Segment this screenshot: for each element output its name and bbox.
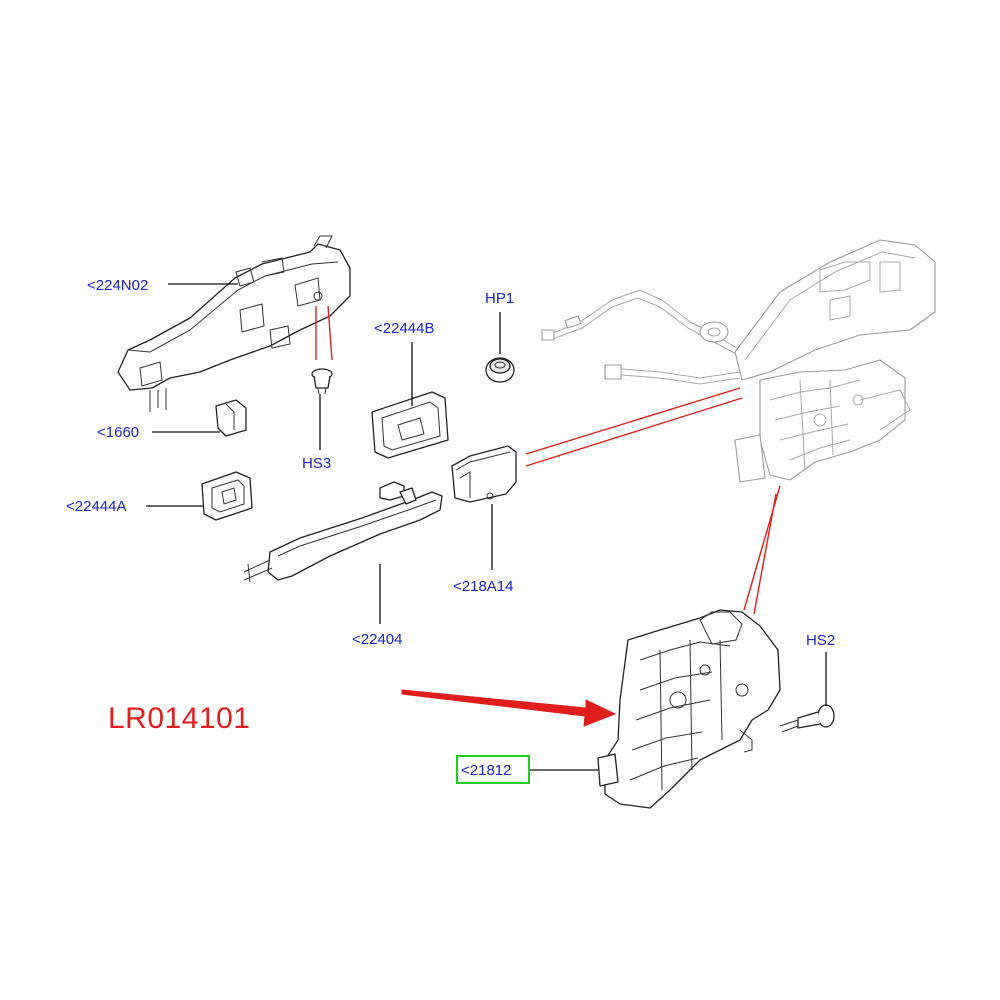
label-gasket-a: <22444A [66, 498, 126, 515]
label-screw-hs2: HS2 [806, 632, 835, 649]
reference-lines [315, 305, 781, 615]
part-pointer-arrow [401, 689, 617, 727]
label-gasket-b: <22444B [374, 320, 434, 337]
clip [215, 399, 247, 437]
outer-handle [243, 481, 443, 583]
label-handle: <22404 [352, 631, 402, 648]
screw-hs3 [311, 368, 333, 395]
label-screw-hs3: HS3 [302, 455, 331, 472]
label-cover: <218A14 [453, 578, 513, 595]
gasket-a [201, 471, 253, 521]
part-number: LR014101 [108, 702, 250, 735]
screw-hs2 [779, 704, 835, 733]
highlight-box [456, 755, 530, 784]
assembled-door-handle-ghost [541, 239, 936, 483]
handle-bracket [117, 235, 351, 412]
label-clip: <1660 [97, 424, 139, 441]
gasket-b [371, 391, 449, 459]
key-cover [451, 445, 517, 503]
label-plug: HP1 [485, 290, 514, 307]
plug [485, 357, 515, 383]
door-latch [597, 609, 781, 809]
leader-lines [146, 283, 827, 771]
label-bracket: <224N02 [87, 277, 148, 294]
label-latch: <21812 [461, 762, 511, 779]
